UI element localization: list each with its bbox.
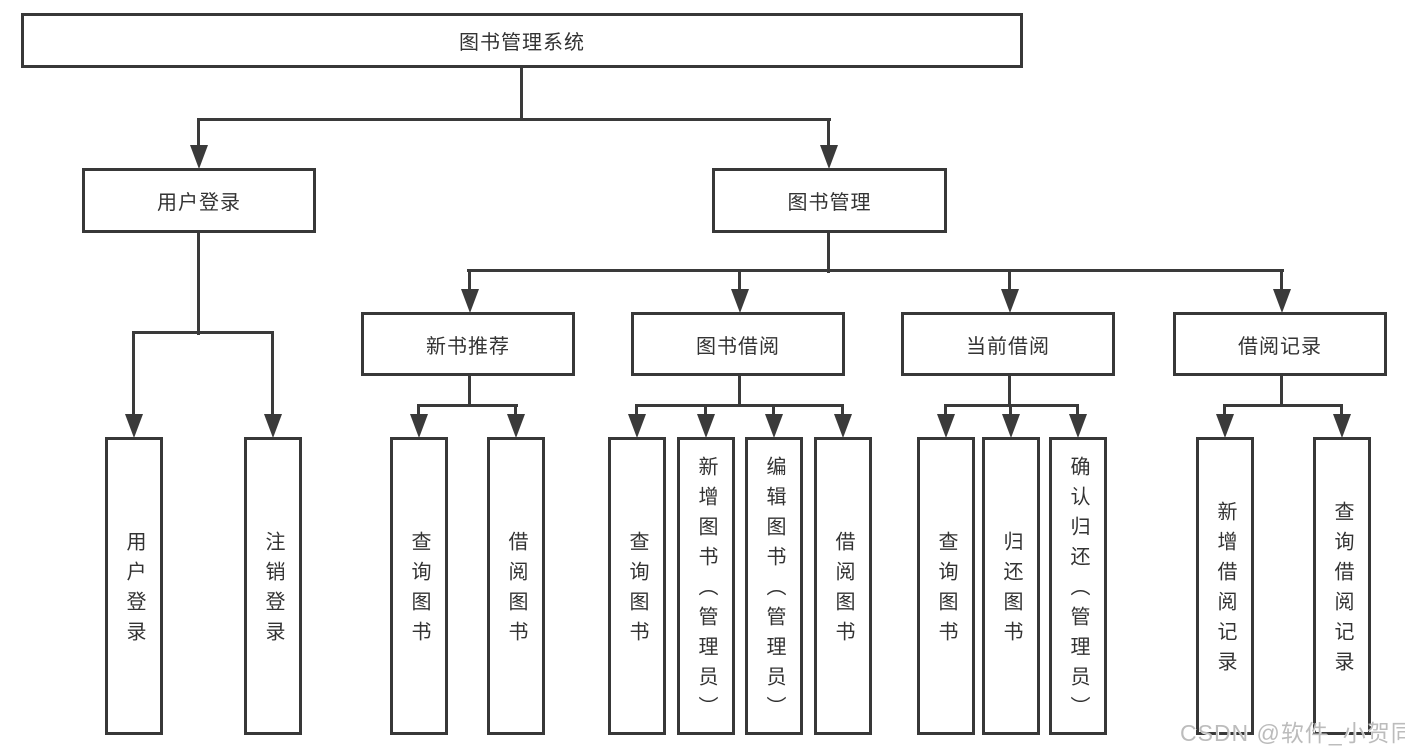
connector-drop-cb-query — [944, 404, 947, 416]
connector-mgmt-stub — [827, 233, 830, 273]
node-book-management-label: 图书管理 — [787, 192, 872, 214]
arrowhead-cb-confirm — [1069, 414, 1087, 438]
leaf-user-login-label: 用户登录 — [123, 531, 145, 651]
connector-drop-br-query — [1340, 404, 1343, 416]
connector-bb-rail — [635, 404, 844, 407]
node-user-login: 用户登录 — [82, 168, 316, 233]
watermark-text: CSDN @软件_小贺同学 — [1180, 720, 1405, 746]
leaf-cb-query-books-label: 查询图书 — [935, 531, 957, 651]
arrowhead-bb-query — [628, 414, 646, 438]
leaf-cb-return-books-label: 归还图书 — [1000, 531, 1022, 651]
leaf-br-query-record: 查询借阅记录 — [1313, 437, 1371, 735]
arrowhead-user-login — [190, 145, 208, 169]
connector-drop-bb-query — [635, 404, 638, 416]
arrowhead-leaf-logout — [264, 414, 282, 438]
node-book-management: 图书管理 — [712, 168, 947, 233]
arrowhead-borrow-records — [1273, 289, 1291, 313]
connector-drop-cb-confirm — [1076, 404, 1079, 416]
connector-cb-stub — [1008, 376, 1011, 407]
leaf-nbr-query-books-label: 查询图书 — [408, 531, 430, 651]
arrowhead-bb-add — [697, 414, 715, 438]
leaf-cb-return-books: 归还图书 — [982, 437, 1040, 735]
connector-drop-bb-add — [704, 404, 707, 416]
arrowhead-cb-query — [937, 414, 955, 438]
arrowhead-new-book — [461, 289, 479, 313]
arrowhead-leaf-login — [125, 414, 143, 438]
arrowhead-nbr-borrow — [507, 414, 525, 438]
connector-br-rail — [1223, 404, 1343, 407]
arrowhead-current-borrow — [1001, 289, 1019, 313]
connector-drop-new-book — [468, 269, 471, 291]
connector-level1-rail — [197, 118, 831, 121]
arrowhead-book-borrow — [731, 289, 749, 313]
leaf-br-add-record: 新增借阅记录 — [1196, 437, 1254, 735]
leaf-nbr-query-books: 查询图书 — [390, 437, 448, 735]
leaf-cb-confirm-return-admin-label: 确认归还（管理员） — [1067, 456, 1089, 726]
node-new-book-recommend-label: 新书推荐 — [426, 335, 510, 358]
node-root-label: 图书管理系统 — [459, 32, 585, 54]
arrowhead-cb-return — [1002, 414, 1020, 438]
leaf-cb-query-books: 查询图书 — [917, 437, 975, 735]
node-new-book-recommend: 新书推荐 — [361, 312, 575, 376]
node-user-login-label: 用户登录 — [157, 192, 241, 214]
leaf-nbr-borrow-books: 借阅图书 — [487, 437, 545, 735]
node-book-borrow: 图书借阅 — [631, 312, 845, 376]
node-borrow-records-label: 借阅记录 — [1238, 335, 1322, 358]
leaf-br-add-record-label: 新增借阅记录 — [1214, 501, 1236, 681]
leaf-nbr-borrow-books-label: 借阅图书 — [505, 531, 527, 651]
connector-drop-book-mgmt — [827, 118, 830, 146]
connector-drop-book-borrow — [738, 269, 741, 291]
leaf-bb-query-books: 查询图书 — [608, 437, 666, 735]
connector-br-stub — [1280, 376, 1283, 407]
arrowhead-book-mgmt — [820, 145, 838, 169]
connector-drop-bb-borrow — [841, 404, 844, 416]
connector-drop-cb-return — [1009, 404, 1012, 416]
connector-drop-nbr-borrow — [514, 404, 517, 416]
connector-level3-rail — [467, 269, 1284, 272]
leaf-bb-edit-books-admin-label: 编辑图书（管理员） — [763, 456, 785, 726]
arrowhead-br-query — [1333, 414, 1351, 438]
connector-nbr-stub — [468, 376, 471, 407]
leaf-bb-add-books-admin-label: 新增图书（管理员） — [695, 456, 717, 726]
arrowhead-bb-borrow — [834, 414, 852, 438]
node-borrow-records: 借阅记录 — [1173, 312, 1387, 376]
connector-bb-stub — [738, 376, 741, 407]
connector-drop-user-login — [197, 118, 200, 146]
arrowhead-bb-edit — [765, 414, 783, 438]
node-current-borrow: 当前借阅 — [901, 312, 1115, 376]
arrowhead-br-add — [1216, 414, 1234, 438]
connector-drop-nbr-query — [417, 404, 420, 416]
leaf-logout-label: 注销登录 — [262, 531, 284, 651]
leaf-logout: 注销登录 — [244, 437, 302, 735]
connector-drop-leaf-login — [132, 331, 135, 416]
connector-root-stub — [520, 68, 523, 121]
connector-nbr-rail — [417, 404, 518, 407]
leaf-user-login: 用户登录 — [105, 437, 163, 735]
arrowhead-nbr-query — [410, 414, 428, 438]
leaf-bb-add-books-admin: 新增图书（管理员） — [677, 437, 735, 735]
node-root: 图书管理系统 — [21, 13, 1023, 68]
leaf-bb-edit-books-admin: 编辑图书（管理员） — [745, 437, 803, 735]
connector-drop-current-borrow — [1008, 269, 1011, 291]
leaf-bb-query-books-label: 查询图书 — [626, 531, 648, 651]
node-book-borrow-label: 图书借阅 — [696, 335, 780, 358]
connector-drop-bb-edit — [772, 404, 775, 416]
leaf-cb-confirm-return-admin: 确认归还（管理员） — [1049, 437, 1107, 735]
connector-drop-leaf-logout — [271, 331, 274, 416]
leaf-br-query-record-label: 查询借阅记录 — [1331, 501, 1353, 681]
leaf-bb-borrow-books-label: 借阅图书 — [832, 531, 854, 651]
connector-drop-br-add — [1223, 404, 1226, 416]
connector-login-rail — [132, 331, 274, 334]
connector-login-stub — [197, 232, 200, 335]
connector-drop-borrow-records — [1280, 269, 1283, 291]
leaf-bb-borrow-books: 借阅图书 — [814, 437, 872, 735]
node-current-borrow-label: 当前借阅 — [966, 335, 1050, 358]
